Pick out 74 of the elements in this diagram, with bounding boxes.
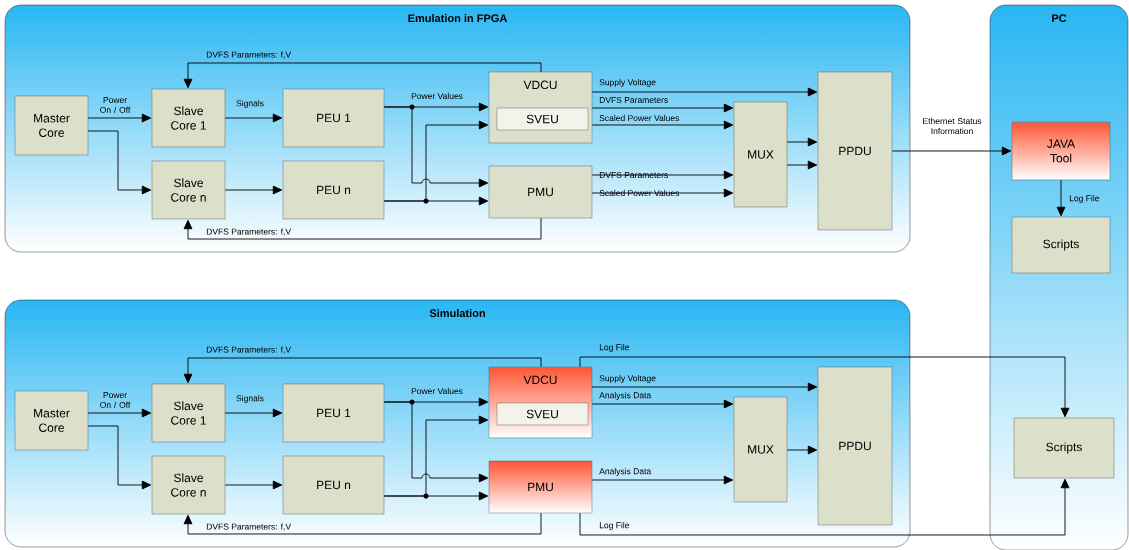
block-box: Slave Core n (151, 455, 226, 515)
block-box: PEU n (282, 455, 385, 515)
arrow (87, 113, 152, 123)
arrow (183, 512, 542, 535)
block-box: Scripts (1011, 216, 1111, 274)
block-box: PEU 1 (282, 383, 385, 443)
edge-label: Log File (599, 522, 630, 530)
edge-label: Scaled Power Values (599, 114, 680, 122)
arrow (786, 137, 818, 147)
arrow (579, 356, 1070, 418)
block-box: Slave Core 1 (151, 383, 226, 443)
arrow (786, 445, 818, 455)
arrow (383, 415, 489, 497)
arrow (383, 401, 489, 483)
block-box: PPDU (817, 71, 893, 231)
arrow (87, 130, 152, 195)
block-box: Master Core (14, 390, 89, 451)
arrow (183, 217, 542, 240)
edge-label: DVFS Parameters: f,V (206, 346, 292, 354)
block-box: PMU (488, 165, 593, 219)
edge-label: DVFS Parameters: f,V (206, 228, 292, 236)
block-box: Master Core (14, 95, 89, 156)
arrow (579, 478, 1070, 536)
edge-label: Scaled Power Values (599, 189, 680, 197)
arrow (891, 146, 1012, 156)
block-box: Scripts (1013, 417, 1115, 479)
arrow (383, 120, 489, 202)
edge-label: Supply Voltage (599, 79, 656, 87)
edge-label: DVFS Parameters: f,V (206, 51, 292, 59)
arrow (224, 480, 283, 490)
block-box: Slave Core 1 (151, 88, 226, 148)
edge-label: Signals (236, 395, 264, 403)
block-box: SVEU (496, 107, 589, 131)
block-box: SVEU (496, 402, 589, 426)
arrow (591, 103, 734, 113)
edge-label: DVFS Parameters (599, 172, 668, 178)
arrow (383, 106, 489, 188)
edge-label: Analysis Data (599, 392, 652, 400)
block-box: PEU 1 (282, 88, 385, 148)
arrow (183, 62, 542, 89)
arrow (591, 188, 734, 198)
block-box: Slave Core n (151, 160, 226, 220)
arrow (591, 399, 734, 409)
edge-label: Ethernet Status Information (923, 117, 982, 135)
arrow (591, 382, 818, 392)
arrow (1056, 179, 1066, 217)
edge-label: DVFS Parameters: f,V (206, 523, 292, 531)
arrow (786, 160, 818, 170)
edge-label: Power On / Off (100, 97, 131, 113)
arrow (591, 87, 818, 97)
block-box: PPDU (817, 366, 893, 526)
arrow (224, 408, 283, 418)
block-box: JAVA Tool (1011, 121, 1111, 181)
edge-label: Power Values (411, 92, 463, 100)
block-box: MUX (733, 396, 788, 503)
edge-label: Power On / Off (100, 392, 131, 408)
edge-label: DVFS Parameters (599, 97, 668, 103)
block-box: PEU n (282, 160, 385, 220)
edge-label: Signals (236, 100, 264, 108)
arrow (224, 113, 283, 123)
arrow (591, 475, 734, 485)
block-box: MUX (733, 101, 788, 208)
edge-label: Supply Voltage (599, 375, 656, 383)
edge-label: Analysis Data (599, 468, 652, 476)
arrow (87, 408, 152, 418)
edge-label: Log File (599, 344, 630, 352)
edge-label: Log File (1069, 195, 1100, 203)
arrow (183, 357, 542, 384)
block-box: PMU (488, 460, 593, 514)
edge-label: Power Values (411, 387, 463, 395)
arrow (87, 425, 152, 490)
arrow (591, 170, 734, 180)
arrow (224, 185, 283, 195)
arrow (591, 120, 734, 130)
